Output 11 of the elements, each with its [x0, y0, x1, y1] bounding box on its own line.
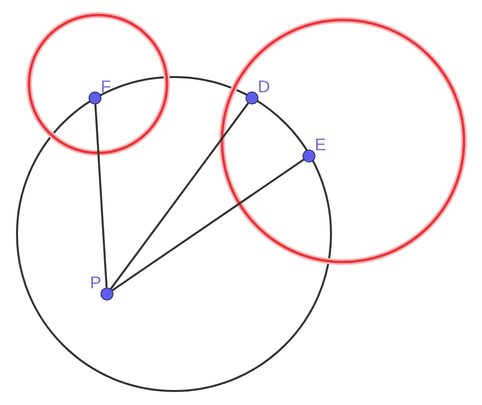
node-label: E	[316, 138, 326, 150]
node-label: D	[259, 80, 270, 92]
node-label: P	[91, 276, 100, 288]
line-segment	[110, 102, 249, 290]
line-segment	[112, 158, 304, 292]
point: D	[246, 80, 270, 104]
point: E	[302, 138, 326, 162]
line-segment	[94, 104, 108, 288]
point: P	[91, 276, 114, 300]
node-label: F	[102, 80, 110, 92]
point: F	[88, 80, 110, 104]
